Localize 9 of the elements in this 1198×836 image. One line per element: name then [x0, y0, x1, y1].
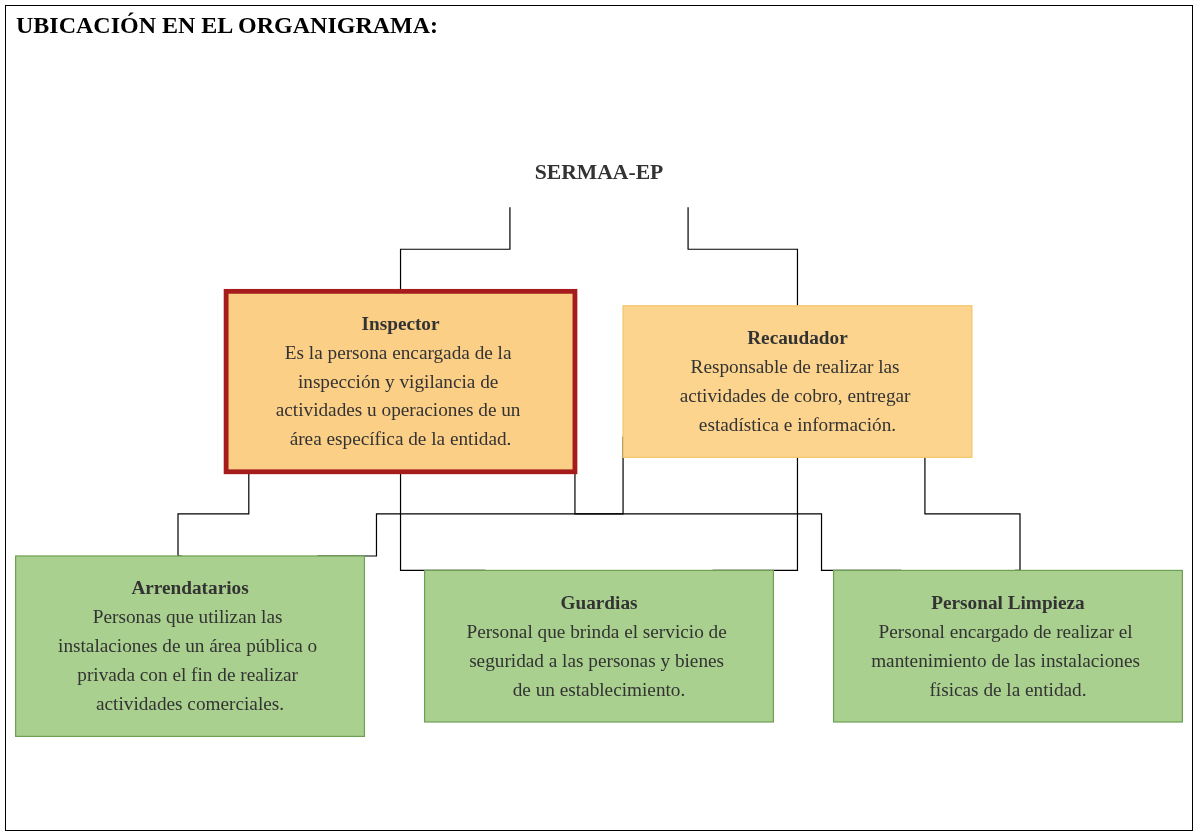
connector — [924, 456, 1021, 571]
connector — [687, 206, 799, 307]
node-box: Inspector Es la persona encargada de la inspección y vigilancia de actividades u operaciones de un área específica de la entidad. — [223, 288, 578, 475]
node-box: Personal Limpieza Personal encargado de realizar el mantenimiento de las instalaciones físicas de la entidad. — [832, 569, 1183, 723]
title: UBICACIÓN EN EL ORGANIGRAMA: — [16, 12, 440, 39]
node-text: SERMAA-EP — [534, 160, 664, 185]
node-box: Arrendatarios Personas que utilizan las instalaciones de un área pública o privada con el fin de realizar actividades comerciales. — [15, 555, 366, 737]
node-box: Guardias Personal que brinda el servicio de seguridad a las personas y bienes de un establecimiento. — [424, 569, 774, 723]
node-box: Recaudador Responsable de realizar las actividades de cobro, entregar estadística e información. — [622, 305, 973, 458]
